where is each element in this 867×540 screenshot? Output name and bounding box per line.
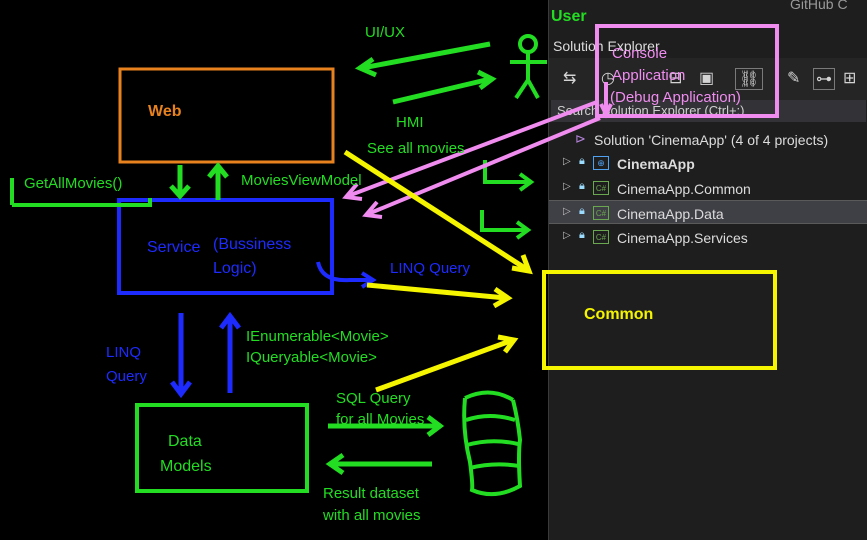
ienumerable-label: IEnumerable<Movie> (246, 328, 389, 345)
data-models-label: Data (168, 433, 202, 450)
web-service-arrows (169, 162, 229, 200)
web-user-arrows (354, 41, 497, 105)
iqueryable-label: IQueryable<Movie> (246, 349, 377, 366)
common-box (542, 270, 777, 370)
getallmovies-label: GetAllMovies() (24, 175, 123, 192)
service-label: Service (147, 239, 201, 256)
tree-item-project[interactable]: ▷ 🔒︎ ⊕ CinemaApp (549, 151, 867, 175)
lock-icon: 🔒︎ (579, 155, 585, 167)
github-label[interactable]: GitHub C (790, 0, 848, 12)
switch-views-icon[interactable]: ⇆ (563, 70, 577, 87)
web-project-icon: ⊕ (593, 156, 609, 170)
expand-caret-icon[interactable]: ▷ (563, 230, 571, 241)
properties-icon[interactable]: ⊞ (843, 70, 857, 87)
expand-caret-icon[interactable]: ▷ (563, 181, 571, 192)
web-label: Web (148, 103, 182, 120)
show-all-files-icon[interactable]: ▣ (699, 70, 715, 87)
solution-explorer-toolbar: ⇆ ◷ ⊟ ▣ ⛓ ✎ ⊶ ⊞ (549, 58, 867, 100)
solution-explorer-panel: Solution Explorer ⇆ ◷ ⊟ ▣ ⛓ ✎ ⊶ ⊞ Search… (548, 0, 867, 540)
service-box (117, 198, 334, 295)
tree-item-solution[interactable]: ⊳ Solution 'CinemaApp' (4 of 4 projects) (549, 127, 867, 151)
linq-query-label: LINQ (106, 344, 142, 361)
uiux-label: UI/UX (365, 24, 406, 41)
sync-icon[interactable]: ⛓ (735, 68, 764, 90)
sql-query-label: for all Movies (336, 411, 425, 428)
moviesviewmodel-label: MoviesViewModel (241, 172, 362, 189)
service-data-arrows (170, 311, 241, 399)
console-app-box (595, 24, 779, 118)
expand-caret-icon[interactable]: ▷ (563, 156, 571, 167)
collapse-all-icon[interactable]: ⊟ (669, 70, 683, 87)
service-sublabel: Logic) (213, 260, 257, 277)
tree-item-label: CinemaApp (617, 156, 695, 172)
yellow-common-arrows (343, 149, 533, 393)
console-label: Console (612, 45, 668, 62)
console-pink-arrows (342, 82, 613, 219)
sql-result-arrows (325, 415, 445, 476)
tree-item-label: CinemaApp.Services (617, 230, 748, 246)
console-label: Application (612, 67, 686, 84)
getallmovies-bracket (10, 178, 152, 207)
csharp-project-icon: C# (593, 181, 609, 195)
hmi-label: HMI (396, 114, 424, 131)
tree-item-project[interactable]: ▷ 🔒︎ C# CinemaApp.Common (549, 176, 867, 200)
tree-item-label: Solution 'CinemaApp' (4 of 4 projects) (594, 132, 829, 148)
data-models-box (135, 403, 309, 493)
sql-query-label: SQL Query (336, 390, 411, 407)
user-label: User (551, 8, 587, 25)
result-dataset-label: Result dataset (323, 485, 419, 502)
csharp-project-icon: C# (593, 206, 609, 220)
user-stick-figure-icon (510, 34, 547, 100)
see-all-movies-label: See all movies (367, 140, 465, 157)
console-label: (Debug Application) (610, 89, 741, 106)
tree-item-project[interactable]: ▷ 🔒︎ C# CinemaApp.Data (549, 200, 867, 224)
data-models-label: Models (160, 458, 212, 475)
solution-explorer-title: Solution Explorer (553, 38, 660, 54)
tree-item-project[interactable]: ▷ 🔒︎ C# CinemaApp.Services (549, 225, 867, 249)
service-sublabel: (Bussiness (213, 236, 292, 253)
lock-icon: 🔒︎ (579, 180, 585, 192)
csharp-project-icon: C# (593, 230, 609, 244)
solution-icon: ⊳ (575, 131, 586, 146)
linq-query-label: LINQ Query (390, 260, 471, 277)
expand-caret-icon[interactable]: ▷ (563, 206, 571, 217)
tree-item-label: CinemaApp.Data (617, 206, 724, 222)
common-label: Common (584, 306, 654, 323)
result-dataset-label: with all movies (323, 507, 421, 524)
green-hook-arrows (480, 160, 535, 240)
web-box (118, 67, 335, 164)
linq-query-pointer (316, 261, 372, 283)
preview-icon[interactable]: ⊶ (813, 68, 835, 90)
database-cylinder-icon (462, 390, 523, 497)
wrench-icon[interactable]: ✎ (787, 70, 801, 87)
lock-icon: 🔒︎ (579, 229, 585, 241)
tree-item-label: CinemaApp.Common (617, 181, 751, 197)
lock-icon: 🔒︎ (579, 205, 585, 217)
linq-query-label: Query (106, 368, 147, 385)
